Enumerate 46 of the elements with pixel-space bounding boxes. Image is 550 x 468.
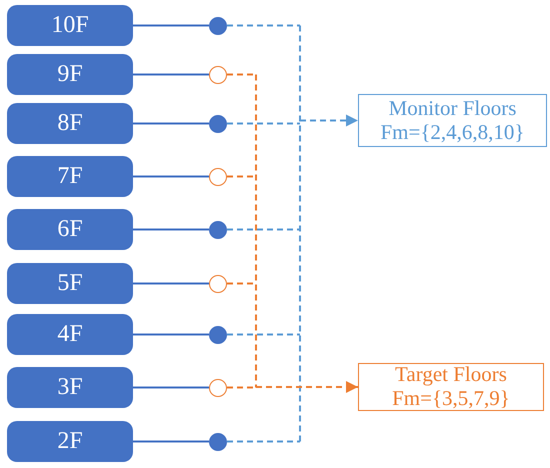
connector-line <box>133 282 209 284</box>
connector-line <box>133 122 209 124</box>
junction-ring <box>209 66 227 84</box>
connector-trunk <box>255 74 257 388</box>
box-title: Monitor Floors <box>388 96 516 120</box>
junction-dot <box>209 16 227 34</box>
connector-line <box>133 24 209 26</box>
connector-line <box>227 386 256 388</box>
floor-box: 5F <box>7 263 133 304</box>
floor-box: 3F <box>7 367 133 408</box>
junction-ring <box>209 168 227 186</box>
floor-set-box <box>358 363 544 411</box>
connector-line <box>133 440 209 442</box>
set-formula: Fm={3,5,7,9} <box>392 387 510 411</box>
connector-line <box>227 122 300 124</box>
floor-box: 2F <box>7 421 133 462</box>
connector-line <box>227 334 300 336</box>
junction-dot <box>209 220 227 238</box>
junction-dot <box>209 326 227 344</box>
connector-line <box>227 176 256 178</box>
junction-dot <box>209 114 227 132</box>
arrow <box>256 381 358 393</box>
junction-dot <box>209 432 227 450</box>
connector-line <box>133 74 209 76</box>
box-title: Target Floors <box>395 363 507 387</box>
floor-set-box <box>358 94 547 147</box>
floor-box: 10F <box>7 5 133 46</box>
connector-line <box>227 282 256 284</box>
connector-line <box>227 228 300 230</box>
connector-line <box>133 386 209 388</box>
floor-box: 9F <box>7 54 133 95</box>
floor-box: 6F <box>7 209 133 250</box>
connector-line <box>133 228 209 230</box>
connector-line <box>227 74 256 76</box>
set-formula: Fm={2,4,6,8,10} <box>380 120 525 144</box>
floor-box: 4F <box>7 314 133 355</box>
connector-trunk <box>299 26 301 442</box>
connector-line <box>227 24 300 26</box>
floor-box: 8F <box>7 103 133 144</box>
arrow <box>300 114 358 126</box>
connector-line <box>133 334 209 336</box>
floor-box: 7F <box>7 156 133 197</box>
connector-line <box>133 176 209 178</box>
connector-line <box>227 440 300 442</box>
junction-ring <box>209 274 227 292</box>
junction-ring <box>209 378 227 396</box>
